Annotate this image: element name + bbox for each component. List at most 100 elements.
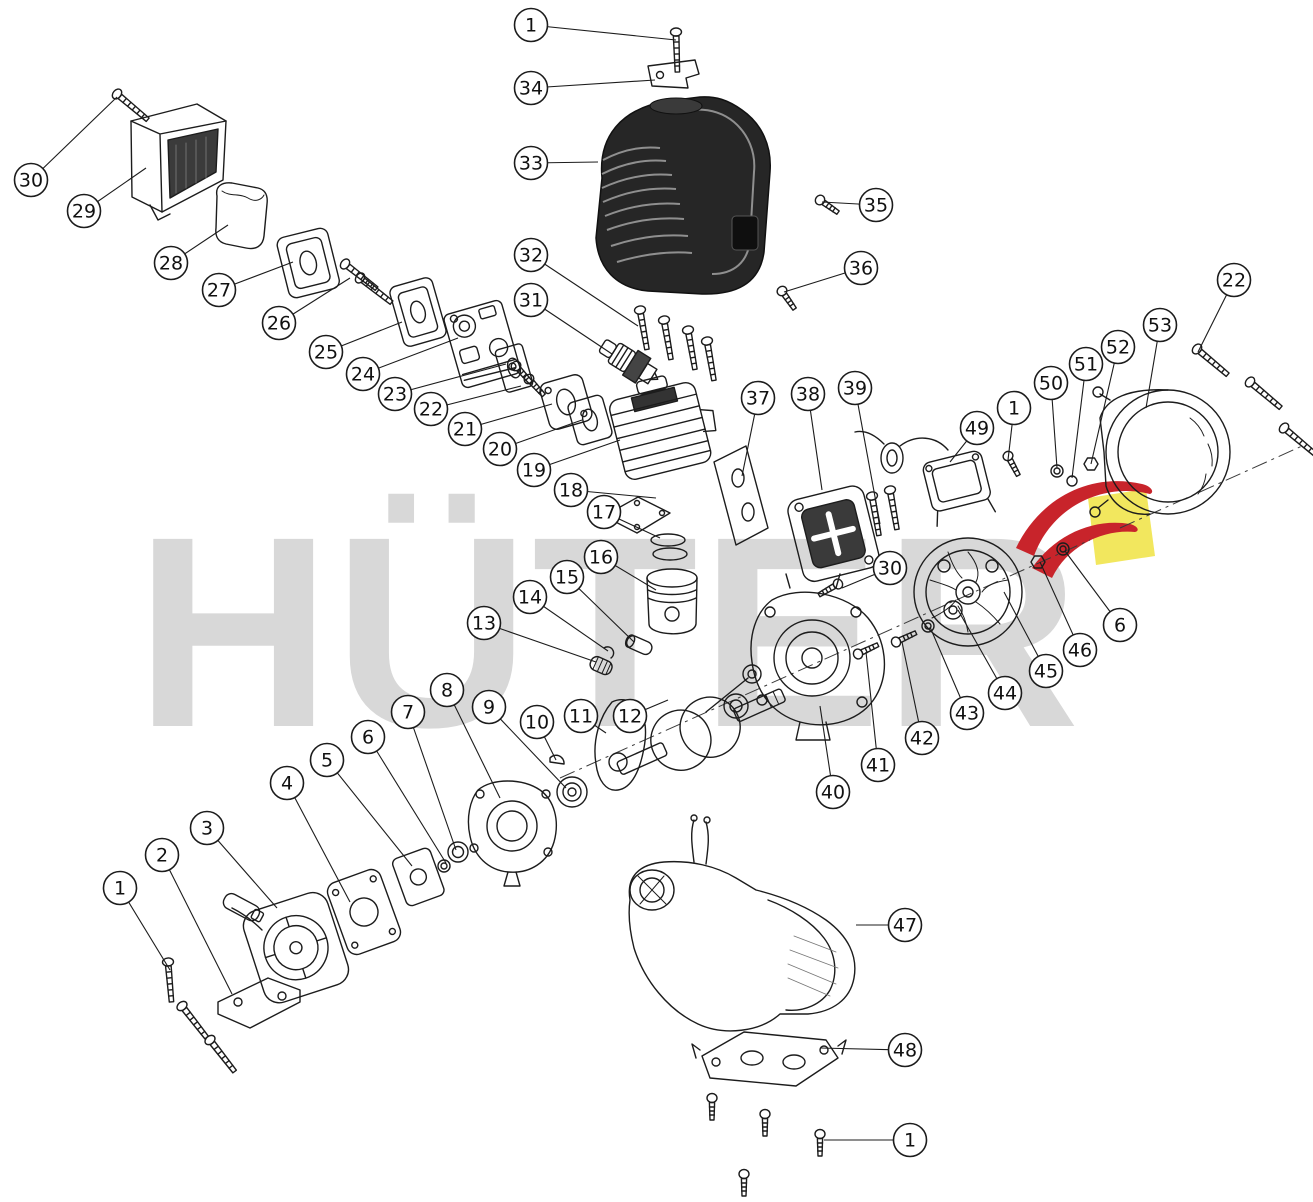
leader-line-30 [30,96,118,181]
screw [1000,448,1024,479]
part-starter-gasket [326,868,402,956]
svg-text:47: 47 [893,915,917,937]
callout-39: 39 [837,370,873,406]
svg-text:20: 20 [488,439,512,461]
callout-53: 53 [1142,307,1178,343]
screw [669,27,684,73]
svg-text:40: 40 [821,782,845,804]
callout-26: 26 [261,305,297,341]
screw [700,335,721,383]
screw [812,192,842,218]
callout-38: 38 [790,376,826,412]
callout-50: 50 [1033,365,1069,401]
callout-33: 33 [513,145,549,181]
screw [521,371,549,400]
svg-text:27: 27 [207,280,231,302]
fuel-cap [629,869,675,911]
leader-line-39 [854,387,881,525]
starter-handle [222,892,265,923]
part-fan-cover [1089,386,1231,518]
svg-text:32: 32 [519,245,543,267]
svg-text:43: 43 [955,703,979,725]
callout-22: 22 [413,391,449,427]
part-carb-insulator [389,277,447,347]
screw [508,358,536,387]
callout-35: 35 [858,187,894,223]
svg-text:33: 33 [519,153,543,175]
part-oil-seal [447,841,469,863]
svg-text:1: 1 [525,15,537,37]
svg-text:37: 37 [746,388,770,410]
svg-text:6: 6 [362,727,374,749]
svg-text:39: 39 [843,378,867,400]
part-muffler [787,485,880,583]
svg-text:53: 53 [1148,315,1172,337]
leader-line-1 [530,24,677,41]
screw [814,1128,826,1157]
callout-43: 43 [949,695,985,731]
leader-line-23 [394,363,507,395]
svg-text:23: 23 [383,384,407,406]
part-muffler-plate [713,445,769,546]
svg-text:12: 12 [618,706,642,728]
callout-8: 8 [429,672,465,708]
part-carburetor [443,299,521,389]
leader-line-51 [1071,363,1087,479]
svg-text:42: 42 [910,728,934,750]
leader-line-5 [326,759,413,867]
callout-5: 5 [309,742,345,778]
svg-text:21: 21 [453,419,477,441]
part-piston-pin [624,634,653,656]
callout-14: 14 [512,579,548,615]
leader-line-7 [407,711,457,851]
callout-30: 30 [13,162,49,198]
callout-27: 27 [201,272,237,308]
screw [161,956,178,1004]
callout-37: 37 [740,380,776,416]
callout-44: 44 [987,675,1023,711]
leader-line-2 [161,854,233,995]
callout-36: 36 [843,250,879,286]
callout-34: 34 [513,70,549,106]
leader-line-9 [488,706,567,789]
callout-28: 28 [153,245,189,281]
callout-4: 4 [269,765,305,801]
callout-19: 19 [516,452,552,488]
callouts: 1343335363029282726252423222120191817161… [13,7,1252,1158]
part-plug-wire [854,430,949,474]
svg-text:46: 46 [1068,640,1092,662]
svg-text:8: 8 [441,680,453,702]
svg-text:44: 44 [993,683,1017,705]
callout-22: 22 [1216,262,1252,298]
part-washer [437,859,451,873]
svg-text:34: 34 [519,78,543,100]
svg-text:16: 16 [589,547,613,569]
svg-text:1: 1 [1008,398,1020,420]
callout-48: 48 [887,1032,923,1068]
svg-text:9: 9 [483,697,495,719]
callout-16: 16 [583,539,619,575]
svg-text:28: 28 [159,253,183,275]
svg-text:10: 10 [525,712,549,734]
svg-text:14: 14 [518,587,542,609]
svg-text:25: 25 [314,342,338,364]
svg-text:1: 1 [904,1130,916,1152]
svg-text:26: 26 [267,313,291,335]
callout-2: 2 [144,837,180,873]
part-spark-plug [598,339,659,385]
part-intake-flange [539,374,593,430]
svg-text:49: 49 [965,418,989,440]
callout-6: 6 [1102,607,1138,643]
callout-18: 18 [553,472,589,508]
callout-7: 7 [390,694,426,730]
svg-text:29: 29 [72,201,96,223]
screw [174,998,212,1042]
svg-text:19: 19 [522,460,546,482]
cover-badge [731,215,759,251]
callout-52: 52 [1100,329,1136,365]
callout-25: 25 [308,334,344,370]
screw [1242,374,1285,413]
svg-text:35: 35 [864,195,888,217]
part-crankcase-half [467,780,558,887]
